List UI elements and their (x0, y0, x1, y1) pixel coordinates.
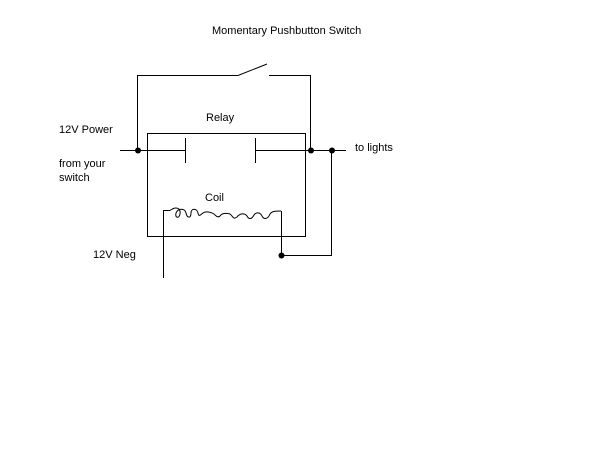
relay-box (147, 133, 306, 237)
coil-return-wire (281, 150, 332, 256)
pushbutton-switch-contact (237, 63, 268, 76)
junction-dot-power (135, 147, 141, 154)
coil-label: Coil (205, 192, 224, 204)
switch-wire-left (137, 75, 238, 150)
power-label: 12V Power (59, 124, 113, 136)
junction-dot-lights (329, 147, 335, 154)
junction-dot-coil (278, 252, 285, 259)
negative-label: 12V Neg (93, 249, 136, 261)
relay-label: Relay (206, 112, 235, 124)
from-switch-label-line2: switch (59, 172, 90, 184)
coil-wire-left (163, 210, 170, 278)
junction-dot-switch (308, 147, 314, 154)
diagram-title: Momentary Pushbutton Switch (212, 25, 361, 37)
lights-label: to lights (355, 142, 393, 154)
coil-winding (169, 207, 282, 219)
from-switch-label-line1: from your (59, 158, 106, 170)
switch-wire-right (269, 75, 311, 150)
